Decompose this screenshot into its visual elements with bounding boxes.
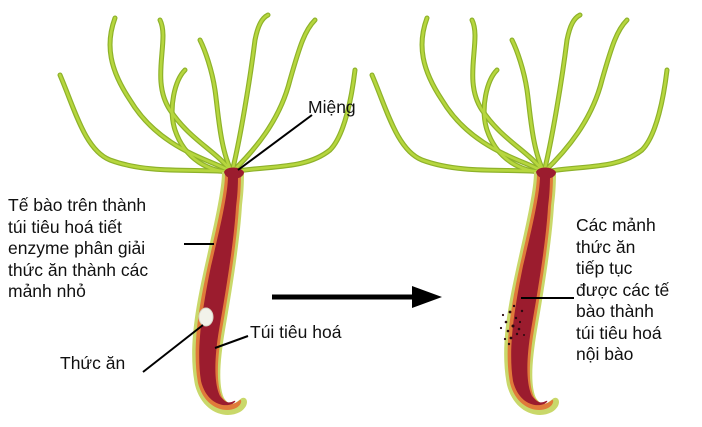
label-digestive-cavity: Túi tiêu hoá xyxy=(250,322,341,344)
label-food: Thức ăn xyxy=(60,353,125,375)
process-arrow xyxy=(272,286,442,308)
label-mouth: Miệng xyxy=(308,97,356,119)
label-secreting-cells: Tế bào trên thành túi tiêu hoá tiết enzy… xyxy=(8,195,198,303)
label-food-fragments: Các mảnh thức ăn tiếp tục được các tế bà… xyxy=(576,215,696,366)
food-particle xyxy=(199,308,213,326)
